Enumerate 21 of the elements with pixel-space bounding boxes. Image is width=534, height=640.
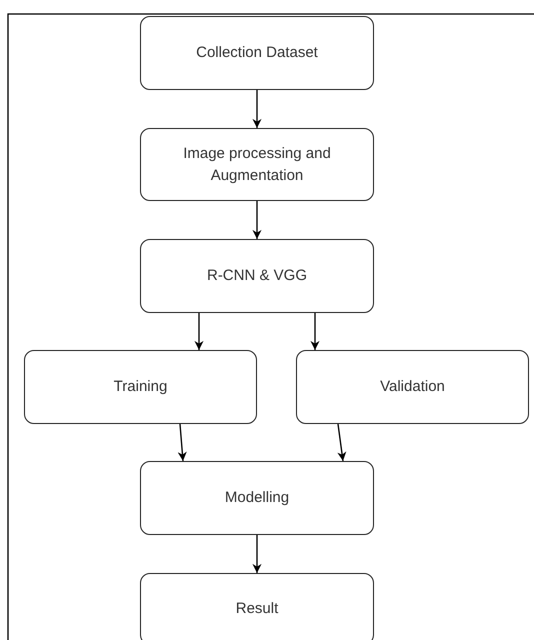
arrow xyxy=(337,424,346,462)
process-box xyxy=(140,128,374,201)
process-box xyxy=(140,16,374,90)
box-label: Validation xyxy=(380,377,445,398)
arrow xyxy=(252,90,262,128)
box-label: Result xyxy=(236,599,278,620)
arrow xyxy=(178,424,187,462)
box-label: Image processing and Augmentation xyxy=(182,144,332,186)
arrow xyxy=(310,313,320,350)
box-label: Training xyxy=(114,377,168,398)
process-box xyxy=(140,461,374,535)
process-box xyxy=(140,573,374,640)
box-label: R-CNN & VGG xyxy=(206,266,307,286)
arrow xyxy=(252,201,262,239)
box-label: Collection Dataset xyxy=(196,43,318,64)
arrow xyxy=(252,535,262,573)
process-box xyxy=(24,350,257,424)
box-label: Modelling xyxy=(224,488,290,508)
process-box xyxy=(296,350,529,424)
process-box xyxy=(140,239,374,313)
arrow xyxy=(194,313,204,350)
